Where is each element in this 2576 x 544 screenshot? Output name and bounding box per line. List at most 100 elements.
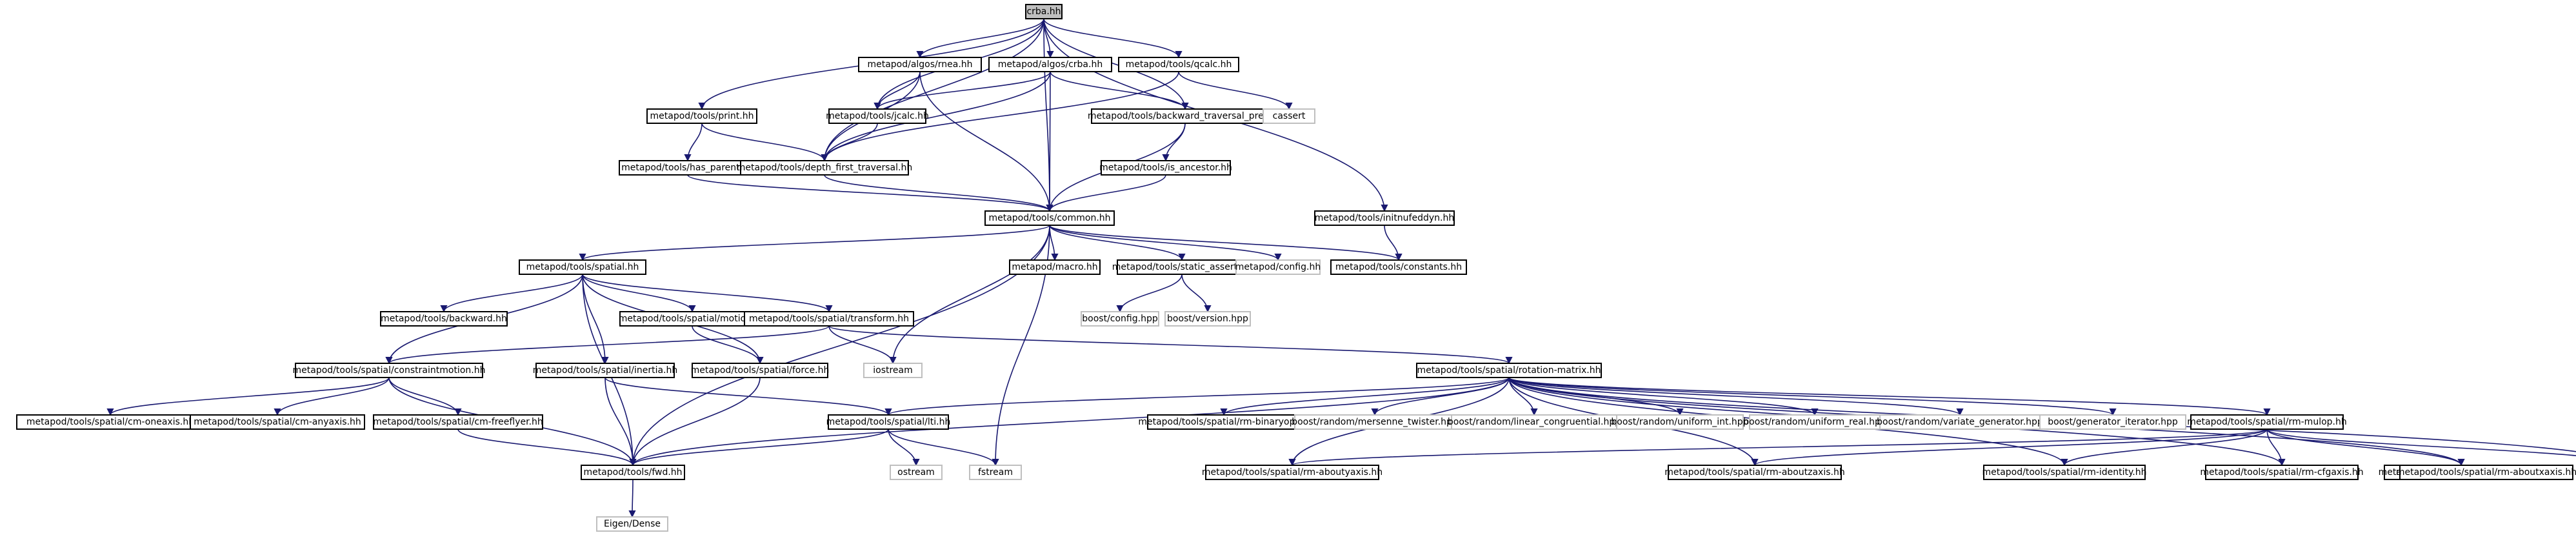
node-print[interactable]: metapod/tools/print.hh xyxy=(646,108,757,124)
node-rmaboutxaxis-label: metapod/tools/spatial/rm-aboutxaxis.hh xyxy=(2396,467,2576,478)
node-lti-box xyxy=(828,414,949,430)
node-rmaboutxaxis[interactable]: metapod/tools/spatial/rm-aboutxaxis.hh xyxy=(2396,465,2576,480)
edge-common-to-spatial xyxy=(579,225,1050,261)
node-rmbinaryop[interactable]: metapod/tools/spatial/rm-binaryop.hh xyxy=(1138,414,1310,430)
node-cmfreeflyer-box xyxy=(373,414,543,430)
node-force[interactable]: metapod/tools/spatial/force.hh xyxy=(691,363,830,378)
node-spatial[interactable]: metapod/tools/spatial.hh xyxy=(519,259,646,275)
node-rmaboutzaxis-box xyxy=(1668,465,1842,480)
file-nodes: crba.hh metapod/algos/rnea.hh metapod/algo… xyxy=(16,4,2576,532)
node-constants[interactable]: metapod/tools/constants.hh xyxy=(1330,259,1467,275)
node-common-box xyxy=(984,210,1115,226)
edge-constraint-to-cmoneaxis xyxy=(106,377,390,416)
node-dft-box xyxy=(740,160,909,176)
node-cmfreeflyer-label: metapod/tools/spatial/cm-freeflyer.hh xyxy=(373,417,543,427)
node-crba[interactable]: crba.hh xyxy=(1025,4,1063,19)
node-fwd-box xyxy=(581,465,685,480)
node-staticassert-label: metapod/tools/static_assert.hh xyxy=(1112,262,1252,272)
node-boostconfig-label: boost/config.hpp xyxy=(1082,314,1158,324)
node-algcrba[interactable]: metapod/algos/crba.hh xyxy=(988,57,1112,72)
node-jcalc[interactable]: metapod/tools/jcalc.hh xyxy=(826,108,929,124)
node-constraint-label: metapod/tools/spatial/constraintmotion.h… xyxy=(293,365,486,376)
node-rmidentity-label: metapod/tools/spatial/rm-identity.hh xyxy=(1982,467,2146,478)
node-inertia-box xyxy=(535,363,675,378)
node-transform[interactable]: metapod/tools/spatial/transform.hh xyxy=(744,311,914,327)
edge-dft-to-common xyxy=(824,174,1053,212)
node-config-box xyxy=(1235,259,1321,275)
node-rmaboutyaxis[interactable]: metapod/tools/spatial/rm-aboutyaxis.hh xyxy=(1202,465,1383,480)
node-staticassert[interactable]: metapod/tools/static_assert.hh xyxy=(1112,259,1252,275)
node-cmanyaxis-box xyxy=(190,414,365,430)
edge-rmmulop-to-rmgeneral xyxy=(2266,428,2465,467)
edge-spatial-to-motion xyxy=(582,274,696,313)
edge-rotmat-to-fwd xyxy=(629,377,1510,467)
edge-bwprev-to-isanc xyxy=(1162,123,1186,162)
node-backward-box xyxy=(380,311,508,327)
edge-algcrba-to-bwprev xyxy=(1050,71,1189,110)
node-eigendense: Eigen/Dense xyxy=(596,516,668,532)
node-dft[interactable]: metapod/tools/depth_first_traversal.hh xyxy=(737,160,912,176)
node-mersenne-label: boost/random/mersenne_twister.hpp xyxy=(1292,417,1458,427)
node-fwd[interactable]: metapod/tools/fwd.hh xyxy=(581,465,685,480)
node-backward[interactable]: metapod/tools/backward.hh xyxy=(380,311,508,327)
node-hasparent[interactable]: metapod/tools/has_parent.hh xyxy=(619,160,757,176)
node-inertia[interactable]: metapod/tools/spatial/inertia.hh xyxy=(533,363,678,378)
edge-crba-to-qcalc xyxy=(1043,18,1183,59)
edge-common-to-staticassert xyxy=(1049,225,1186,261)
edge-hasparent-to-common xyxy=(687,174,1053,212)
node-rnea[interactable]: metapod/algos/rnea.hh xyxy=(858,57,982,72)
node-rotmat-box xyxy=(1416,363,1602,378)
edge-rotmat-to-lti xyxy=(884,377,1510,416)
node-macro-box xyxy=(1009,259,1101,275)
node-rmidentity[interactable]: metapod/tools/spatial/rm-identity.hh xyxy=(1982,465,2147,480)
node-lti[interactable]: metapod/tools/spatial/lti.hh xyxy=(826,414,951,430)
edge-transform-to-constraint xyxy=(385,325,830,365)
node-rnea-label: metapod/algos/rnea.hh xyxy=(867,59,972,70)
node-force-label: metapod/tools/spatial/force.hh xyxy=(691,365,830,376)
node-variategen-label: boost/random/variate_generator.hpp xyxy=(1877,417,2043,427)
node-initnufft[interactable]: metapod/tools/initnufeddyn.hh xyxy=(1314,210,1455,226)
edge-spatial-to-backward xyxy=(440,274,583,313)
node-rmaboutxaxis-box xyxy=(2399,465,2573,480)
node-cmfreeflyer[interactable]: metapod/tools/spatial/cm-freeflyer.hh xyxy=(373,414,543,430)
edge-rotmat-to-geniter xyxy=(1508,377,2117,416)
node-spatial-box xyxy=(519,259,646,275)
node-cmanyaxis[interactable]: metapod/tools/spatial/cm-anyaxis.hh xyxy=(190,414,365,430)
edge-lti-to-fwd xyxy=(629,428,889,467)
edge-inertia-to-fwd xyxy=(604,377,637,467)
node-iostream: iostream xyxy=(863,363,923,378)
node-uniformreal-label: boost/random/uniform_real.hpp xyxy=(1743,417,1886,427)
edge-rotmat-to-variategen xyxy=(1508,377,1964,416)
node-spatial-label: metapod/tools/spatial.hh xyxy=(526,262,639,272)
node-qcalc[interactable]: metapod/tools/qcalc.hh xyxy=(1118,57,1239,72)
node-rotmat[interactable]: metapod/tools/spatial/rotation-matrix.hh xyxy=(1416,363,1602,378)
node-constraint[interactable]: metapod/tools/spatial/constraintmotion.h… xyxy=(293,363,486,378)
node-qcalc-box xyxy=(1118,57,1239,72)
node-isanc[interactable]: metapod/tools/is_ancestor.hh xyxy=(1099,160,1232,176)
edge-crba-to-common xyxy=(1043,18,1053,212)
node-common[interactable]: metapod/tools/common.hh xyxy=(984,210,1115,226)
node-macro[interactable]: metapod/macro.hh xyxy=(1009,259,1101,275)
node-macro-label: metapod/macro.hh xyxy=(1012,262,1097,272)
node-hasparent-label: metapod/tools/has_parent.hh xyxy=(621,163,754,173)
edge-algcrba-to-dft xyxy=(821,71,1051,162)
node-rmaboutyaxis-box xyxy=(1205,465,1379,480)
node-rmcfgaxis[interactable]: metapod/tools/spatial/rm-cfgaxis.hh xyxy=(2200,465,2364,480)
node-bwprev-label: metapod/tools/backward_traversal_prev.hh xyxy=(1088,111,1283,121)
node-cassert-box xyxy=(1263,108,1315,124)
node-geniter-box xyxy=(2039,414,2186,430)
edge-staticassert-to-boostversion xyxy=(1181,274,1212,313)
edge-inertia-to-lti xyxy=(604,377,892,416)
node-boostversion: boost/version.hpp xyxy=(1164,311,1251,327)
node-motion[interactable]: metapod/tools/spatial/motion.hh xyxy=(619,311,766,327)
node-rmmulop[interactable]: metapod/tools/spatial/rm-mulop.hh xyxy=(2187,414,2347,430)
node-bwprev[interactable]: metapod/tools/backward_traversal_prev.hh xyxy=(1088,108,1283,124)
node-cmoneaxis[interactable]: metapod/tools/spatial/cm-oneaxis.hh xyxy=(16,414,205,430)
edge-algcrba-to-jcalc xyxy=(874,71,1051,110)
edge-crba-to-rnea xyxy=(916,18,1044,59)
node-fstream: fstream xyxy=(969,465,1022,480)
node-rmaboutzaxis[interactable]: metapod/tools/spatial/rm-aboutzaxis.hh xyxy=(1664,465,1845,480)
node-linearcong: boost/random/linear_congruential.hpp xyxy=(1448,414,1621,430)
node-dft-label: metapod/tools/depth_first_traversal.hh xyxy=(737,163,912,173)
node-inertia-label: metapod/tools/spatial/inertia.hh xyxy=(533,365,678,376)
